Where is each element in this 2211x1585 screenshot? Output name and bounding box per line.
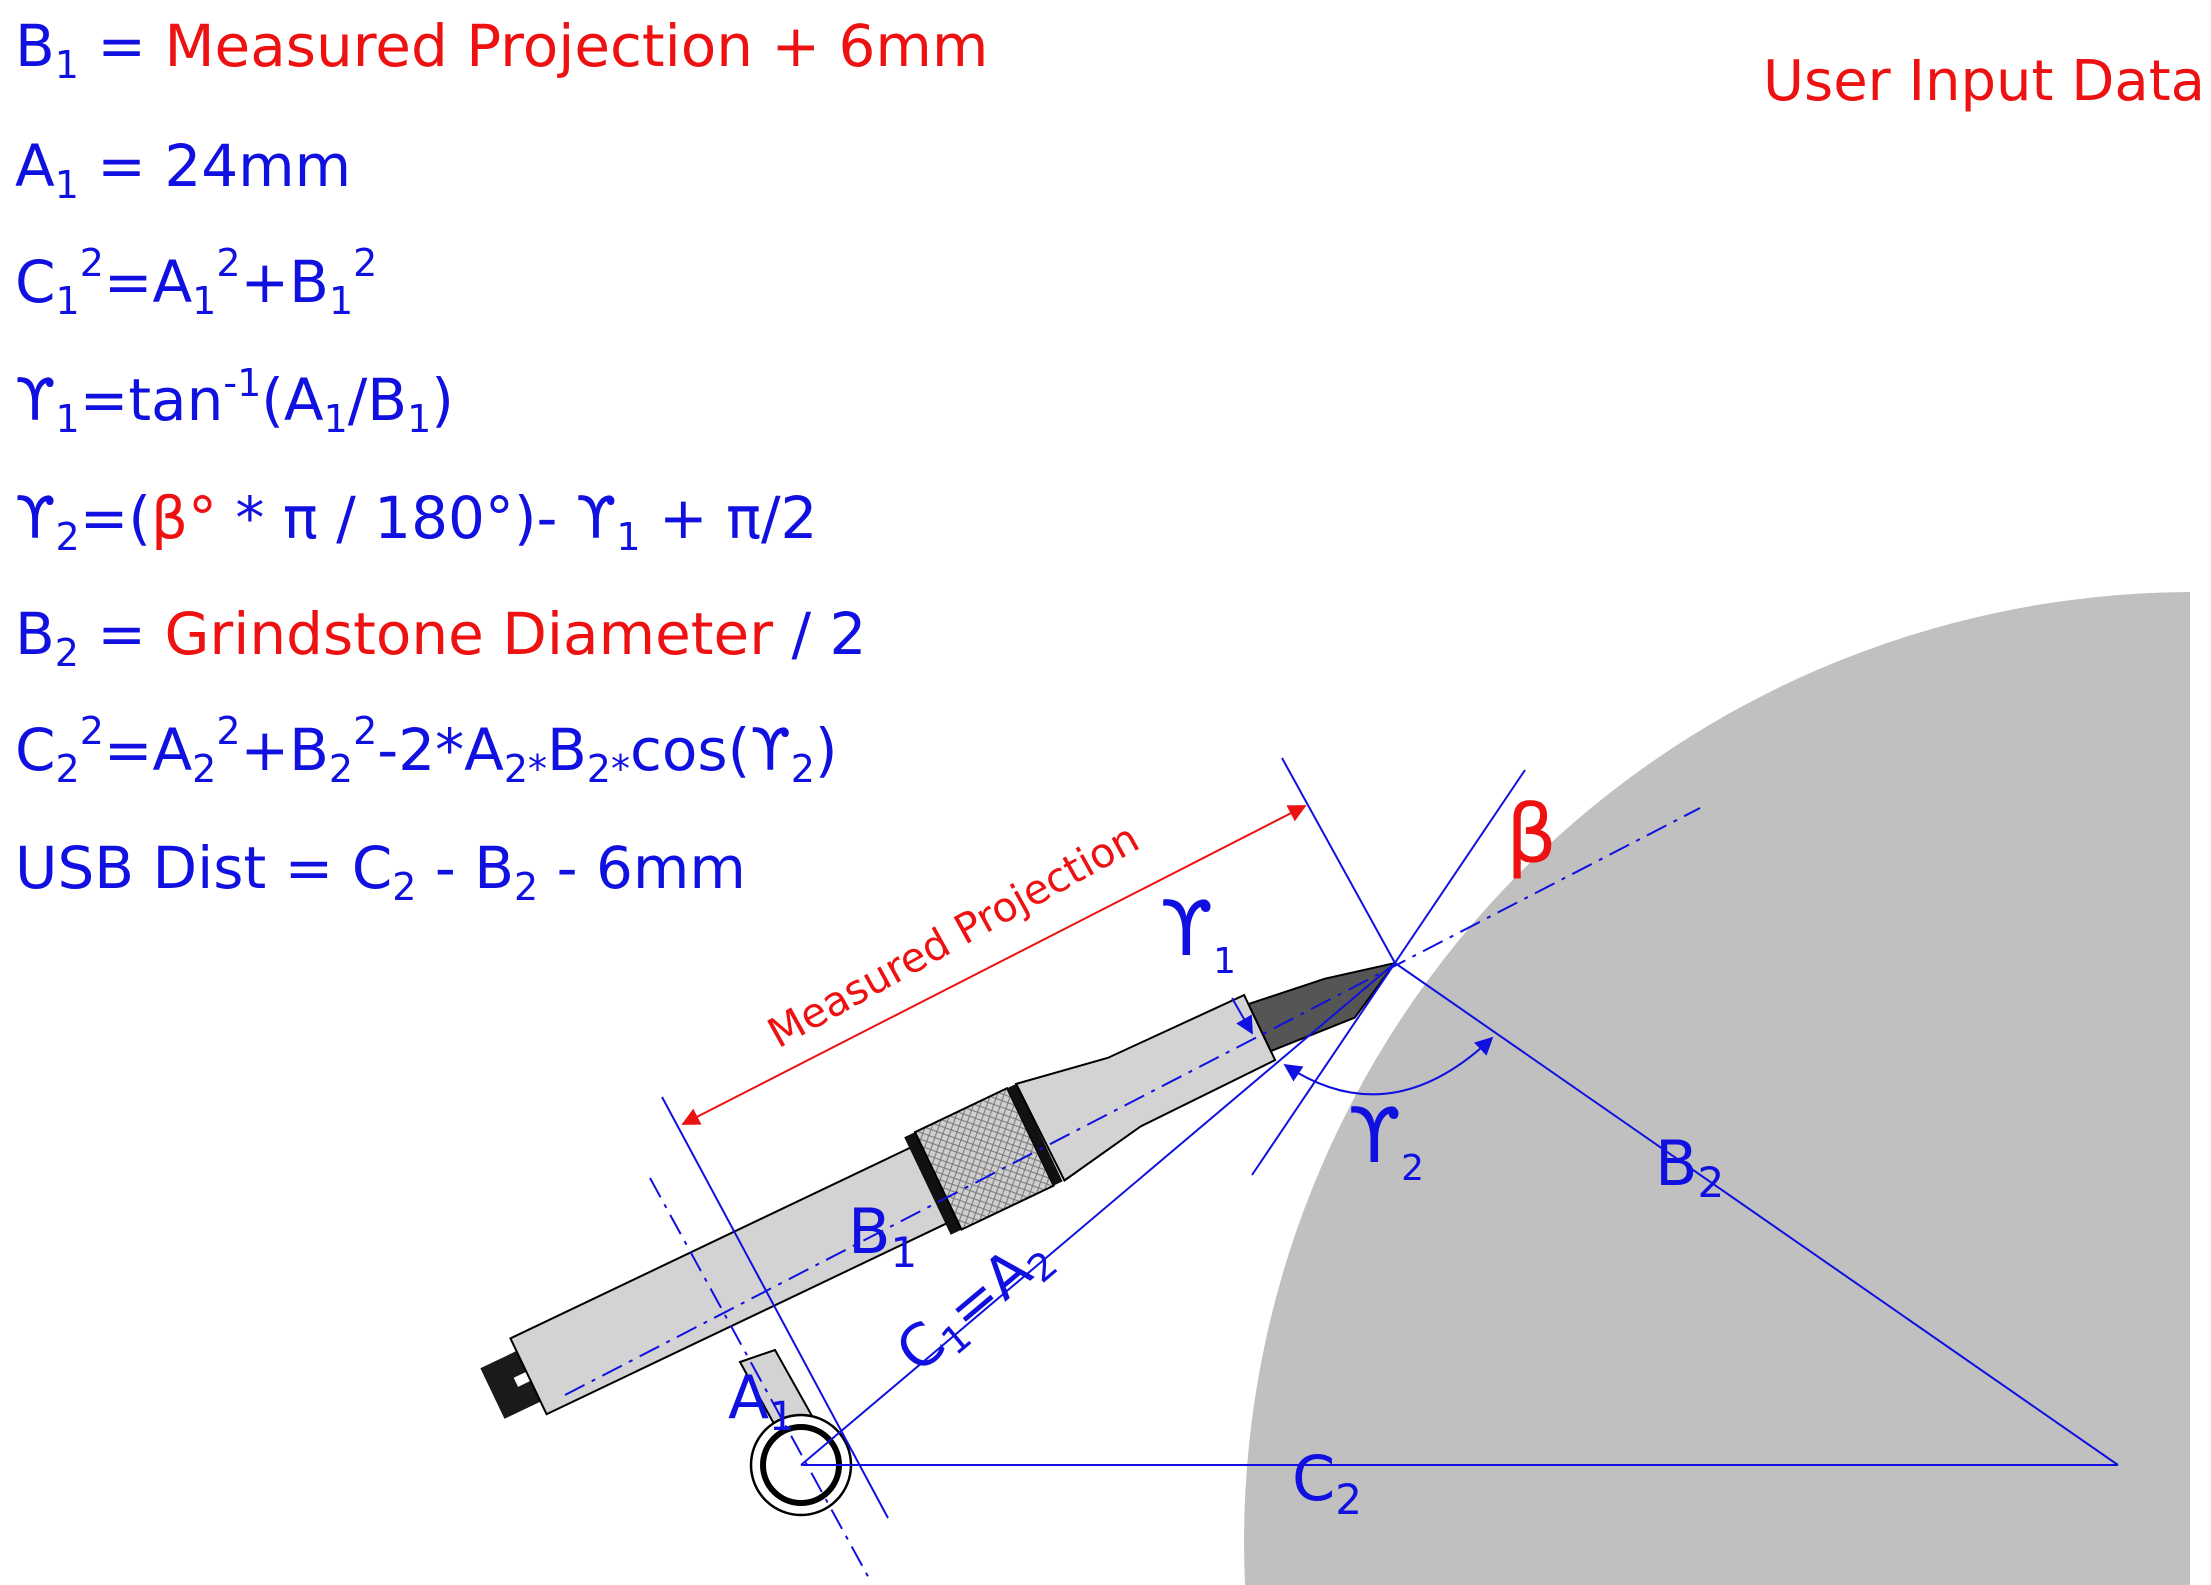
formula-gamma1: ϒ1=tan-1(A1/B1) [15,361,454,441]
gamma2-label: ϒ2 [1348,1091,1424,1189]
tool-end-notch [513,1371,531,1387]
b2-label: B2 [1655,1127,1724,1207]
grindstone-wheel [1244,592,2190,1585]
projection-extension-right [1281,757,1396,964]
formula-list: B1 = Measured Projection + 6mm A1 = 24mm… [15,12,988,909]
formula-usb-dist: USB Dist = C2 - B2 - 6mm [15,834,746,909]
formula-c1: C12=A12+B12 [15,241,377,323]
tool-blade [1247,961,1398,1053]
projection-extension-left [661,1096,889,1519]
measured-projection-label: Measured Projection [760,814,1147,1058]
tool-ring-left [904,1132,962,1235]
gamma1-label: ϒ1 [1160,884,1236,982]
beta-label: β [1506,788,1557,881]
formula-c2: C22=A22+B22-2*A2*B2*cos(ϒ2) [15,709,838,791]
line-b2 [1394,962,2119,1466]
measured-projection-dimension [681,805,1307,1125]
formula-b2: B2 = Grindstone Diameter / 2 [15,600,866,675]
user-input-legend: User Input Data [1763,49,2205,114]
formula-gamma2: ϒ2=(β° * π / 180°)- ϒ1 + π/2 [15,484,817,559]
a1-label: A1 [728,1363,795,1440]
gamma2-arc [1283,1036,1494,1096]
tool-end-cap [480,1351,541,1419]
b1-label: B1 [848,1195,917,1277]
formula-a1: A1 = 24mm [15,132,351,207]
formula-b1: B1 = Measured Projection + 6mm [15,12,988,87]
tool-ferrule [1014,993,1277,1182]
pivot-centerline [649,1177,871,1581]
c2-label: C2 [1292,1442,1362,1524]
